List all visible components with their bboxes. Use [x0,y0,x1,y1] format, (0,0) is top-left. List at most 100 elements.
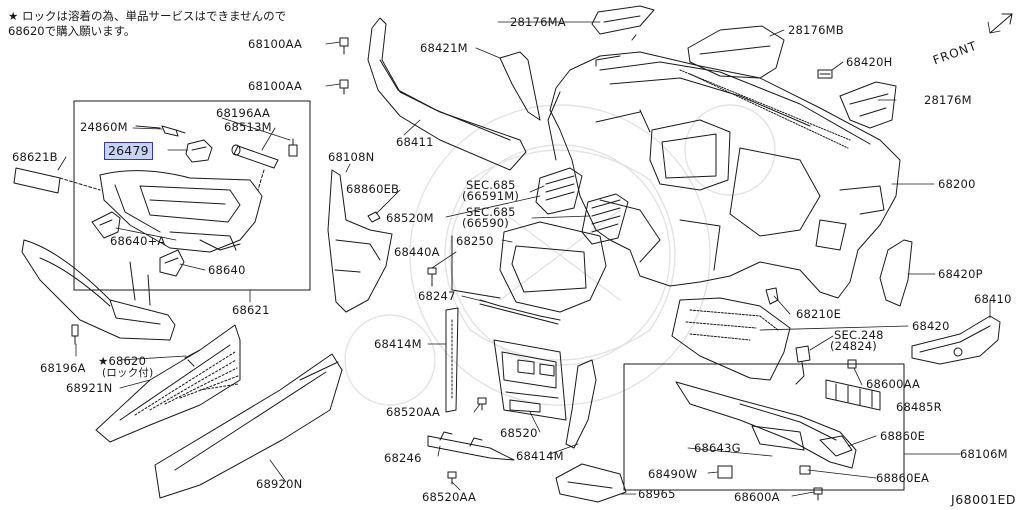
part-68860E [819,435,853,457]
label-68411[interactable]: 68411 [396,135,434,149]
label-68210E[interactable]: 68210E [796,307,842,321]
label-68108N[interactable]: 68108N [328,150,375,164]
label-26479-highlighted[interactable]: 26479 [104,142,153,160]
label-68196AA[interactable]: 68196AA [216,106,271,120]
part-68640 [159,249,185,277]
part-68620-connector [184,349,201,367]
label-68410[interactable]: 68410 [974,292,1012,306]
part-68210E [765,287,779,305]
label-68920N[interactable]: 68920N [256,477,303,491]
label-sec685-a[interactable]: SEC.685 [466,178,516,192]
part-68513M [231,144,279,191]
label-68965[interactable]: 68965 [638,487,676,501]
part-sec248-connector [795,345,811,385]
label-68520AA-2[interactable]: 68520AA [422,490,477,504]
part-68920N [154,353,343,499]
label-68600A[interactable]: 68600A [734,490,780,504]
label-68100AA-2[interactable]: 68100AA [248,79,303,93]
label-68246[interactable]: 68246 [384,451,422,465]
label-68106M[interactable]: 68106M [960,447,1008,461]
part-68247 [479,299,561,325]
label-68200[interactable]: 68200 [938,177,976,191]
label-68485R[interactable]: 68485R [896,400,942,414]
part-68640A [91,211,121,239]
part-24860M [135,125,186,137]
part-68860EB-clip [367,211,381,223]
label-68520AA-1[interactable]: 68520AA [386,405,441,419]
label-68921N[interactable]: 68921N [66,381,113,395]
label-68860EA[interactable]: 68860EA [876,471,930,485]
label-sec248[interactable]: SEC.248 [834,328,884,342]
part-68490W [717,465,733,479]
part-68196A [71,324,79,345]
part-68246 [427,431,515,461]
label-68250[interactable]: 68250 [456,234,494,248]
label-68100AA-1[interactable]: 68100AA [248,37,303,51]
label-68520[interactable]: 68520 [500,426,538,440]
part-68520AA-2 [447,471,457,485]
label-68414M-1[interactable]: 68414M [374,337,422,351]
label-68621B[interactable]: 68621B [12,150,58,164]
label-68196A[interactable]: 68196A [40,361,86,375]
label-68643G[interactable]: 68643G [694,441,741,455]
label-sec685-b[interactable]: SEC.685 [466,205,516,219]
label-68860EB[interactable]: 68860EB [346,182,400,196]
center-group-frame [451,235,501,299]
part-68100AA-clip-1 [339,37,349,55]
part-68411 [367,17,527,171]
part-68440A [427,267,437,287]
diagram-code: J68001ED [951,492,1016,507]
part-26479 [185,139,213,163]
label-28176MB[interactable]: 28176MB [788,23,844,37]
label-68421M[interactable]: 68421M [420,41,468,55]
label-68621[interactable]: 68621 [232,303,270,317]
part-68410 [911,315,1001,365]
front-arrow-icon [987,13,1013,34]
part-28176M [839,81,897,129]
part-68106M [675,381,857,469]
label-68640A[interactable]: 68640+A [110,234,166,248]
part-68621B [13,167,101,194]
part-68420H [817,69,833,79]
label-68420H[interactable]: 68420H [846,55,893,69]
label-68860E[interactable]: 68860E [880,429,926,443]
part-68100AA-clip-2 [339,79,349,95]
glove-box-group-frame [73,100,311,291]
label-68600AA[interactable]: 68600AA [866,377,921,391]
label-68513M[interactable]: 68513M [224,120,272,134]
label-24860M[interactable]: 24860M [80,120,128,134]
label-68247[interactable]: 68247 [418,289,456,303]
label-68440A[interactable]: 68440A [394,245,440,259]
label-68490W[interactable]: 68490W [648,467,698,481]
part-68196AA [288,138,298,157]
label-sec685-b-code[interactable]: (66590) [462,216,509,230]
label-68640[interactable]: 68640 [208,263,246,277]
part-28176MA [591,5,655,41]
label-28176M[interactable]: 28176M [924,93,972,107]
part-68414M-1 [445,307,459,413]
part-68965 [555,463,627,503]
part-68860EA [799,465,811,475]
part-68250 [499,221,607,313]
label-68414M-2[interactable]: 68414M [516,449,564,463]
label-28176MA[interactable]: 28176MA [510,15,566,29]
part-68485R [825,379,881,411]
part-68643G [751,425,805,451]
label-68420[interactable]: 68420 [912,319,950,333]
label-sec685-a-code[interactable]: (66591M) [462,189,520,203]
label-68620-lock-note[interactable]: (ロック付) [102,367,154,379]
part-68520AA-1 [477,397,487,411]
leader-lines [57,21,991,497]
label-sec248-code[interactable]: (24824) [830,339,877,353]
label-68520M[interactable]: 68520M [386,211,434,225]
part-28176MB [687,25,785,79]
label-68420P[interactable]: 68420P [938,267,983,281]
notice-text: ★ ロックは溶着の為、単品サービスはできませんので 68620で購入願います。 [8,9,286,39]
part-68420P [879,239,913,307]
label-68620[interactable]: ★68620 [98,354,147,368]
part-68106M-frame [623,363,905,491]
watermark-emblem [344,104,776,406]
part-68620-lid [21,239,176,341]
